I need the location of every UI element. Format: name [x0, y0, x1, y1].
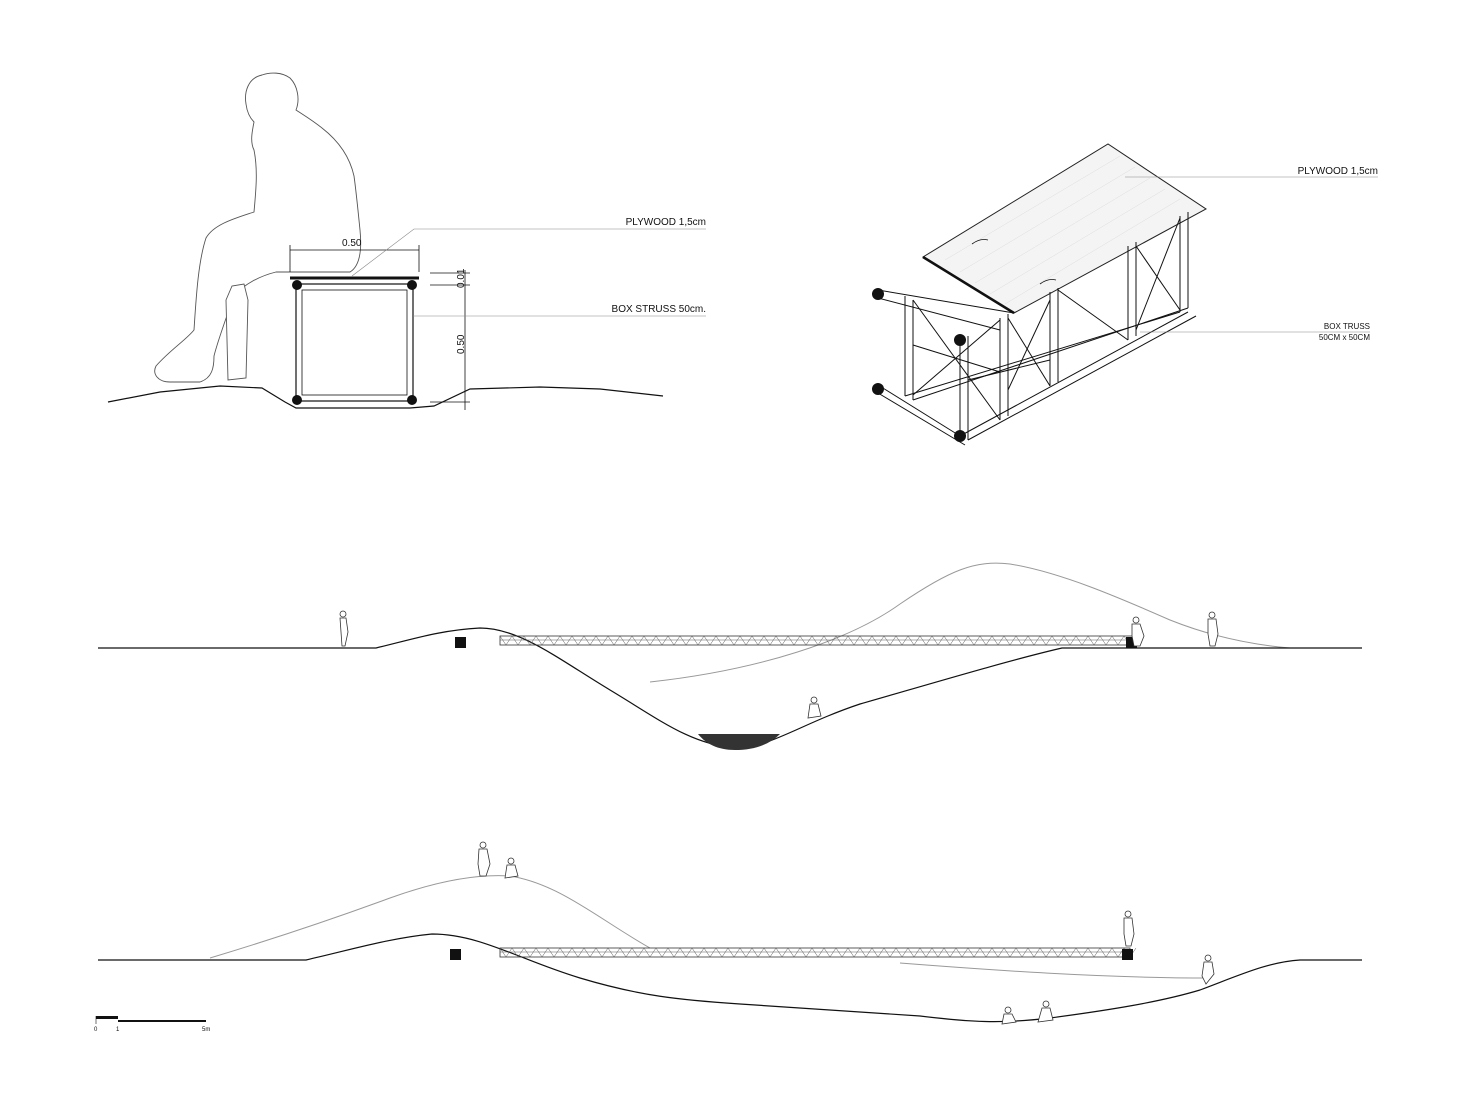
- site-section-b: [98, 841, 1362, 1025]
- truss-inner-outline: [301, 289, 408, 396]
- person-figure: [807, 696, 822, 719]
- dim-width-label: 0.50: [342, 238, 362, 249]
- plywood-label: PLYWOOD 1,5cm: [626, 217, 706, 228]
- dim-height-label: 0.50: [456, 334, 467, 354]
- axonometric-view: PLYWOOD 1,5cm BOX TRUSS 50CM x 50CM: [872, 143, 1378, 446]
- detail-ground-line: [107, 385, 664, 409]
- axo-plywood-label: PLYWOOD 1,5cm: [1298, 166, 1378, 177]
- truss-label: BOX STRUSS 50cm.: [612, 304, 706, 315]
- person-figure: [1131, 616, 1145, 647]
- bridge-truss-diagonals: [499, 635, 1137, 646]
- plywood-leader: [351, 228, 706, 277]
- plywood-top: [922, 143, 1207, 314]
- chord-node: [407, 280, 417, 290]
- person-figure: [1123, 910, 1135, 947]
- bridge-truss-diagonals: [499, 947, 1137, 958]
- truss-frame: [877, 212, 1197, 446]
- person-figure: [339, 610, 349, 647]
- background-hill: [649, 562, 1291, 683]
- scale-tick-0: 0: [94, 1027, 98, 1033]
- support-block: [1122, 949, 1133, 960]
- seated-person-silhouette: [154, 72, 362, 383]
- axo-truss-label-1: BOX TRUSS: [1324, 322, 1370, 331]
- person-figure: [477, 841, 491, 877]
- chord-node: [292, 395, 302, 405]
- chord-end: [954, 334, 966, 346]
- chord-node: [292, 280, 302, 290]
- ground-profile-b: [98, 933, 1362, 1023]
- scale-tick-5: 5m: [202, 1027, 210, 1033]
- person-figure: [1037, 1000, 1054, 1023]
- axo-truss-label-2: 50CM x 50CM: [1319, 333, 1370, 342]
- plywood-edge: [922, 255, 1015, 315]
- ground-profile-a: [98, 627, 1362, 749]
- water-pool: [698, 734, 780, 750]
- scale-bar: 0 1 5m: [94, 1016, 210, 1033]
- chord-end: [954, 430, 966, 442]
- chord-end: [872, 288, 884, 300]
- support-block: [1126, 637, 1137, 648]
- site-section-a: [98, 562, 1362, 750]
- plywood-handle: [971, 239, 989, 245]
- background-hill-b: [209, 875, 651, 959]
- person-figure: [1001, 1006, 1017, 1025]
- support-block: [455, 637, 466, 648]
- scale-tick-1: 1: [116, 1027, 120, 1033]
- background-slope-b: [899, 962, 1211, 979]
- person-figure: [1207, 611, 1219, 647]
- person-figure: [1201, 954, 1215, 985]
- bag-silhouette: [225, 283, 249, 381]
- dim-plywood-label: 0.01: [456, 268, 467, 288]
- truss-outline: [295, 283, 414, 402]
- plywood-handle: [1039, 279, 1057, 285]
- chord-node: [407, 395, 417, 405]
- support-block: [450, 949, 461, 960]
- detail-section: 0.50 0.01 0.50 PLYWOOD 1,5cm BOX STRUSS …: [107, 72, 706, 410]
- chord-end: [872, 383, 884, 395]
- person-figure: [504, 857, 519, 879]
